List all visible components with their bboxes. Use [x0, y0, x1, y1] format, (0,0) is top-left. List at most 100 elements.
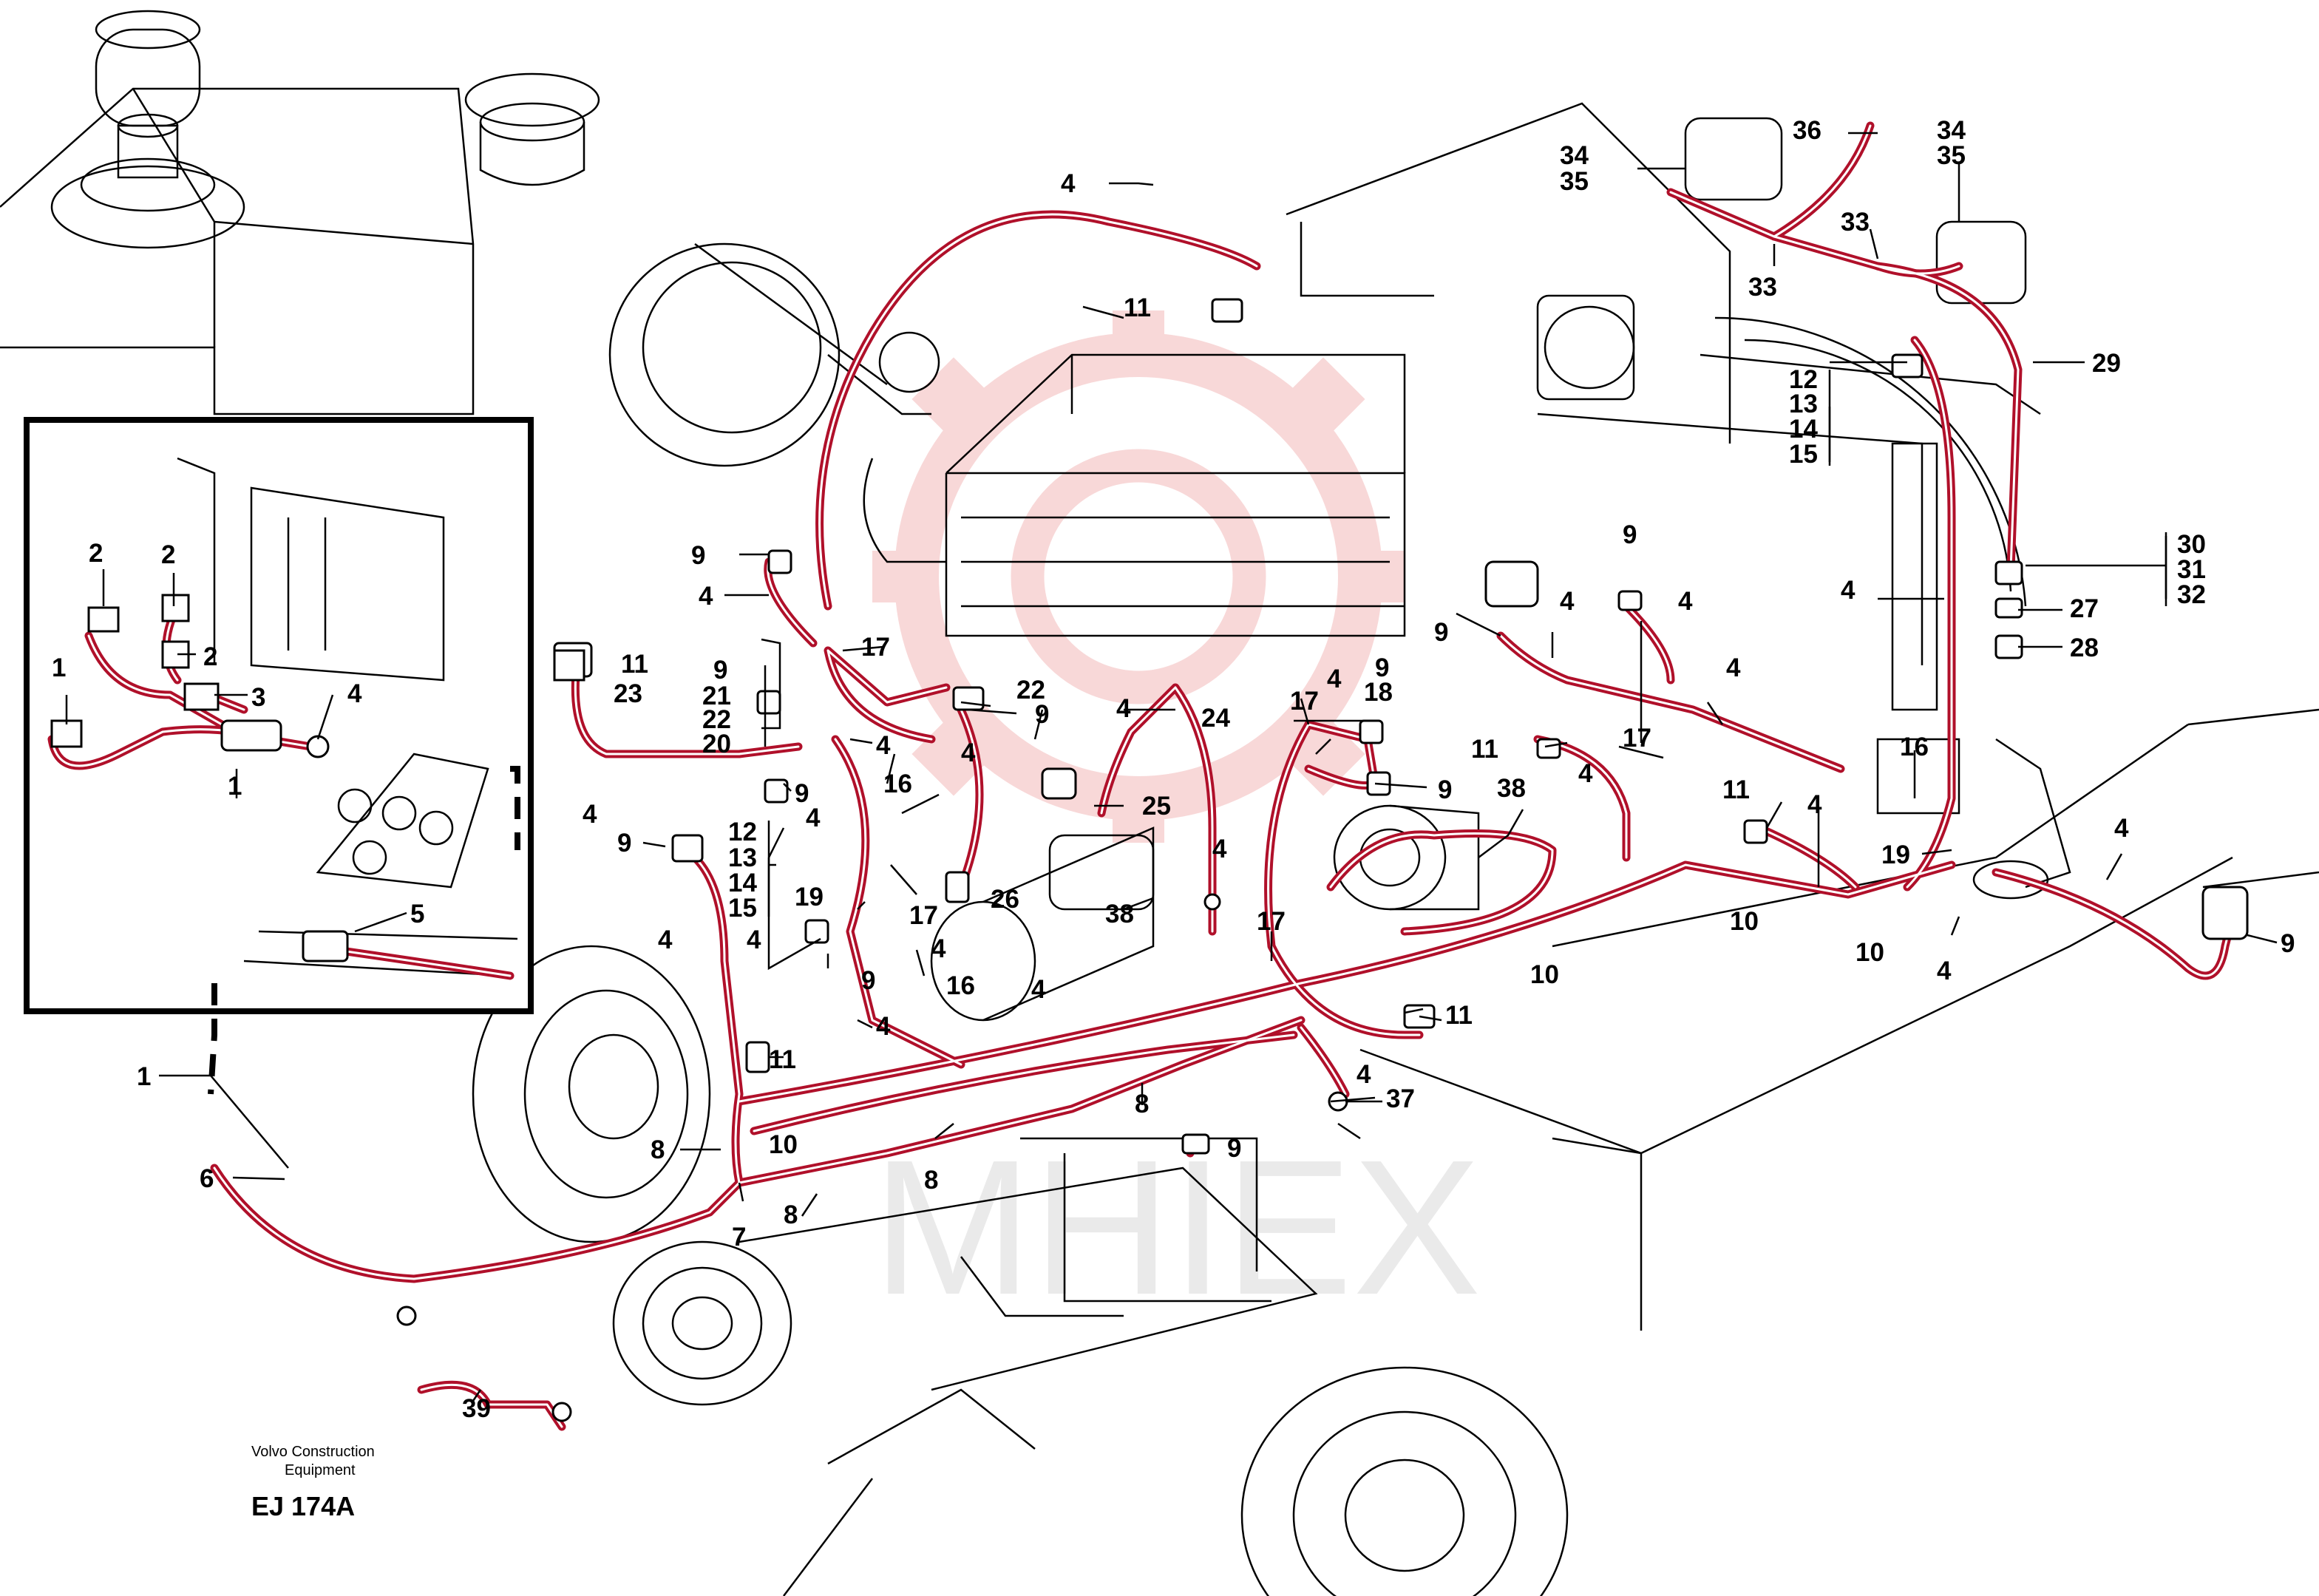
label-30: 30	[2177, 530, 2206, 559]
label-8: 8	[924, 1166, 938, 1195]
label-11: 11	[1471, 735, 1498, 764]
caption-block: Volvo Construction Equipment EJ 174A	[251, 1444, 375, 1521]
label-26: 26	[991, 885, 1019, 914]
label-2: 1	[52, 653, 66, 682]
label-11: 11	[769, 1045, 796, 1074]
inset-detail	[24, 417, 534, 1014]
label-4: 4	[1212, 835, 1227, 863]
label-20: 20	[702, 730, 731, 758]
label-4: 4	[1937, 957, 1952, 985]
label-15: 15	[728, 894, 757, 923]
label-35: 35	[1560, 167, 1589, 196]
label-4: 4	[2114, 814, 2129, 843]
label-25: 25	[1142, 792, 1171, 821]
label-10: 10	[1855, 938, 1884, 967]
label-2: 2	[161, 540, 175, 569]
label-33: 33	[1748, 273, 1777, 302]
label-14: 14	[1789, 415, 1818, 444]
label-13: 13	[1789, 390, 1818, 418]
label-10: 10	[769, 1130, 798, 1159]
machine-outline	[0, 10, 2319, 1596]
label-6: 6	[200, 1164, 214, 1193]
wiring-harness	[210, 121, 2237, 1431]
label-18: 18	[1364, 678, 1393, 707]
label-27: 27	[2070, 594, 2099, 623]
label-33: 33	[1841, 208, 1870, 237]
label-16: 16	[946, 971, 975, 1000]
label-11: 11	[1445, 1001, 1473, 1030]
label-22: 22	[1016, 676, 1045, 704]
label-12: 12	[728, 818, 757, 846]
label-9: 9	[1035, 700, 1049, 729]
label-4: 4	[1807, 790, 1822, 819]
drawing-id: EJ 174A	[251, 1491, 355, 1521]
label-38: 38	[1105, 900, 1134, 928]
label-9: 9	[861, 966, 875, 995]
label-7: 7	[732, 1223, 746, 1252]
label-4: 4	[1357, 1060, 1371, 1089]
label-4: 4	[1327, 665, 1342, 693]
label-2: 2	[89, 539, 103, 568]
label-19: 19	[795, 883, 824, 911]
label-4: 4	[1578, 759, 1593, 788]
label-8: 8	[651, 1135, 665, 1164]
callout-brackets	[764, 370, 2167, 917]
label-19: 19	[1881, 841, 1910, 869]
label-13: 13	[728, 843, 757, 872]
label-9: 9	[1375, 653, 1389, 682]
leader-lines	[65, 132, 2278, 1402]
watermark-text: MHIEX	[872, 1121, 1481, 1335]
label-16: 16	[883, 770, 912, 798]
label-38: 38	[1497, 774, 1526, 803]
label-9: 9	[617, 829, 631, 858]
label-21: 21	[702, 682, 731, 710]
label-12: 12	[1789, 365, 1818, 394]
label-9: 9	[1227, 1134, 1241, 1163]
label-16: 16	[1900, 733, 1929, 761]
label-34: 34	[1937, 116, 1966, 145]
label-11: 11	[621, 650, 648, 679]
label-4: 4	[347, 679, 362, 708]
label-4: 4	[876, 1012, 891, 1041]
label-17: 17	[861, 633, 890, 662]
label-36: 36	[1793, 116, 1821, 145]
label-4: 4	[658, 926, 673, 954]
label-9: 9	[1434, 618, 1448, 647]
label-11: 11	[1124, 293, 1151, 322]
label-4: 4	[876, 731, 891, 760]
label-1: 1	[137, 1062, 151, 1091]
label-17: 17	[1257, 907, 1286, 936]
label-4: 4	[1841, 576, 1855, 605]
label-4: 4	[1678, 587, 1693, 616]
label-8: 8	[784, 1201, 798, 1229]
label-17: 17	[1290, 687, 1319, 716]
label-24: 24	[1201, 704, 1230, 733]
label-4: 4	[699, 582, 713, 611]
label-4: 4	[1031, 975, 1046, 1004]
caption-company: Volvo Construction	[251, 1444, 375, 1460]
label-29: 29	[2092, 349, 2121, 378]
inset-link-lines	[208, 766, 520, 1095]
label-23: 23	[614, 679, 642, 708]
label-22: 22	[702, 705, 731, 734]
caption-company-sub: Equipment	[285, 1462, 356, 1478]
label-4: 4	[806, 804, 821, 832]
label-39: 39	[462, 1394, 491, 1423]
label-4: 4	[1726, 653, 1741, 682]
label-4: 4	[1116, 694, 1131, 723]
label-9: 9	[795, 779, 809, 808]
label-14: 14	[728, 869, 757, 897]
label-9: 9	[713, 656, 727, 685]
label-2: 2	[203, 642, 217, 671]
label-17: 17	[1623, 724, 1651, 753]
label-15: 15	[1789, 440, 1818, 469]
label-3: 3	[251, 683, 265, 712]
label-31: 31	[2177, 555, 2206, 584]
label-4: 4	[1061, 169, 1076, 198]
label-10: 10	[1530, 960, 1559, 989]
label-9: 9	[1623, 520, 1637, 549]
connectors	[396, 298, 2249, 1422]
part-callouts: 2 2 2 1 3 4 1 5 1 6 7 8 8 8 8 39 4 11 9 …	[52, 116, 2295, 1423]
label-8: 8	[1135, 1090, 1149, 1118]
